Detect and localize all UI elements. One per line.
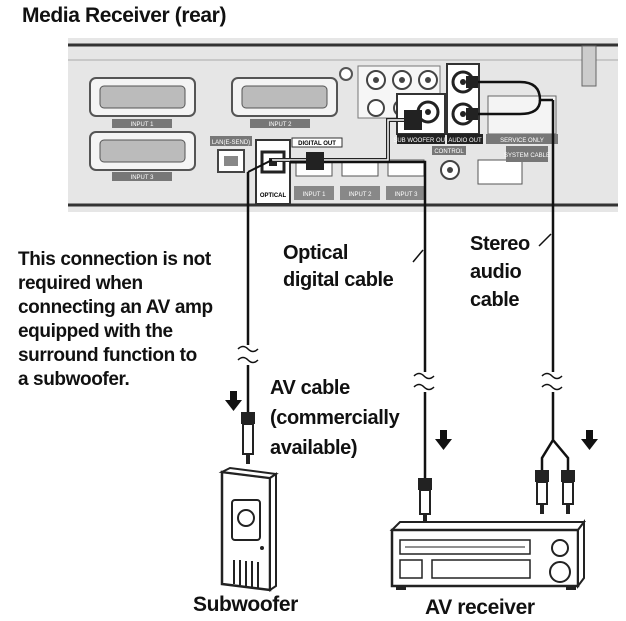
svg-text:SYSTEM CABLE: SYSTEM CABLE — [504, 153, 550, 159]
svg-text:INPUT 2: INPUT 2 — [349, 192, 373, 198]
stereo-audio-cable — [466, 76, 575, 514]
label-line: cable — [470, 289, 520, 311]
label-line: Optical — [283, 242, 348, 264]
stereo-cable-label: Stereo audio cable — [470, 230, 530, 314]
svg-text:AUDIO OUT: AUDIO OUT — [448, 138, 482, 144]
control-port: CONTROL SYSTEM CABLE — [432, 146, 550, 185]
label-line: Stereo — [470, 233, 530, 255]
svg-text:INPUT 1: INPUT 1 — [131, 122, 155, 128]
label-pointers — [412, 233, 552, 263]
down-arrow-icon — [581, 430, 598, 450]
optical-cable-label: Optical digital cable — [283, 240, 394, 294]
subwoofer-note: This connection is not required when con… — [18, 248, 268, 392]
media-receiver-rear-panel: INPUT 1 INPUT 3 INPUT 2 LAN(E-SEND) — [68, 38, 618, 212]
label-line: audio — [470, 261, 522, 283]
av-cable — [237, 110, 422, 464]
label-line: available) — [270, 437, 358, 459]
scart-input-3: INPUT 3 — [89, 131, 196, 181]
scart-input-1: INPUT 1 — [89, 77, 196, 128]
down-arrow-icon — [225, 391, 242, 411]
av-receiver-label: AV receiver — [425, 596, 535, 619]
svg-text:OPTICAL: OPTICAL — [260, 193, 287, 199]
note-line: This connection is not — [18, 249, 211, 270]
label-line: (commercially — [270, 407, 400, 429]
av-receiver-device — [389, 519, 586, 590]
digital-out-port: OPTICAL DIGITAL OUT — [255, 137, 343, 205]
av-cable-label: AV cable (commercially available) — [270, 373, 400, 463]
label-line: digital cable — [283, 269, 394, 291]
subwoofer-label: Subwoofer — [193, 593, 298, 616]
note-line: required when — [18, 273, 143, 294]
svg-text:LAN(E-SEND): LAN(E-SEND) — [212, 140, 250, 146]
svg-text:SUB WOOFER OUT: SUB WOOFER OUT — [393, 138, 449, 144]
page-title: Media Receiver (rear) — [22, 4, 227, 27]
down-arrow-icon — [435, 430, 452, 450]
optical-digital-cable — [290, 152, 435, 522]
svg-text:INPUT 1: INPUT 1 — [303, 192, 327, 198]
svg-text:DIGITAL OUT: DIGITAL OUT — [298, 141, 336, 147]
lan-port: LAN(E-SEND) — [210, 136, 252, 173]
note-line: equipped with the — [18, 321, 173, 342]
svg-text:SERVICE ONLY: SERVICE ONLY — [500, 138, 544, 144]
subwoofer-device — [218, 466, 279, 592]
note-line: surround function to — [18, 345, 197, 366]
note-line: a subwoofer. — [18, 369, 130, 390]
svg-text:INPUT 2: INPUT 2 — [269, 122, 293, 128]
svg-text:CONTROL: CONTROL — [434, 149, 464, 155]
scart-input-2: INPUT 2 — [231, 77, 338, 128]
label-line: AV cable — [270, 377, 350, 399]
service-only-port: SERVICE ONLY — [486, 95, 558, 144]
note-line: connecting an AV amp — [18, 297, 213, 318]
svg-text:INPUT 3: INPUT 3 — [395, 192, 419, 198]
svg-text:INPUT 3: INPUT 3 — [131, 175, 155, 181]
